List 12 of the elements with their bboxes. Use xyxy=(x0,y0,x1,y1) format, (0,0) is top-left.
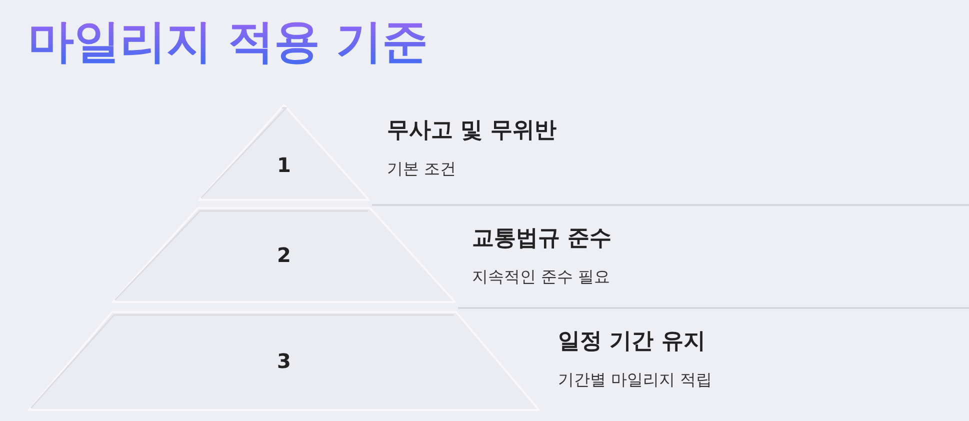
pyramid-tier xyxy=(28,311,540,411)
tier-heading: 무사고 및 무위반 xyxy=(387,117,556,145)
tier-description: 기본 조건 xyxy=(387,158,456,180)
pyramid-tier xyxy=(198,104,370,201)
tier-description: 기간별 마일리지 적립 xyxy=(558,369,712,391)
tier-number: 3 xyxy=(276,349,292,373)
tier-description: 지속적인 준수 필요 xyxy=(472,266,610,288)
tier-number: 2 xyxy=(276,243,292,267)
pyramid-tier xyxy=(112,207,456,303)
tier-number: 1 xyxy=(276,152,292,176)
tier-heading: 일정 기간 유지 xyxy=(558,328,706,356)
tier-heading: 교통법규 준수 xyxy=(472,225,612,253)
